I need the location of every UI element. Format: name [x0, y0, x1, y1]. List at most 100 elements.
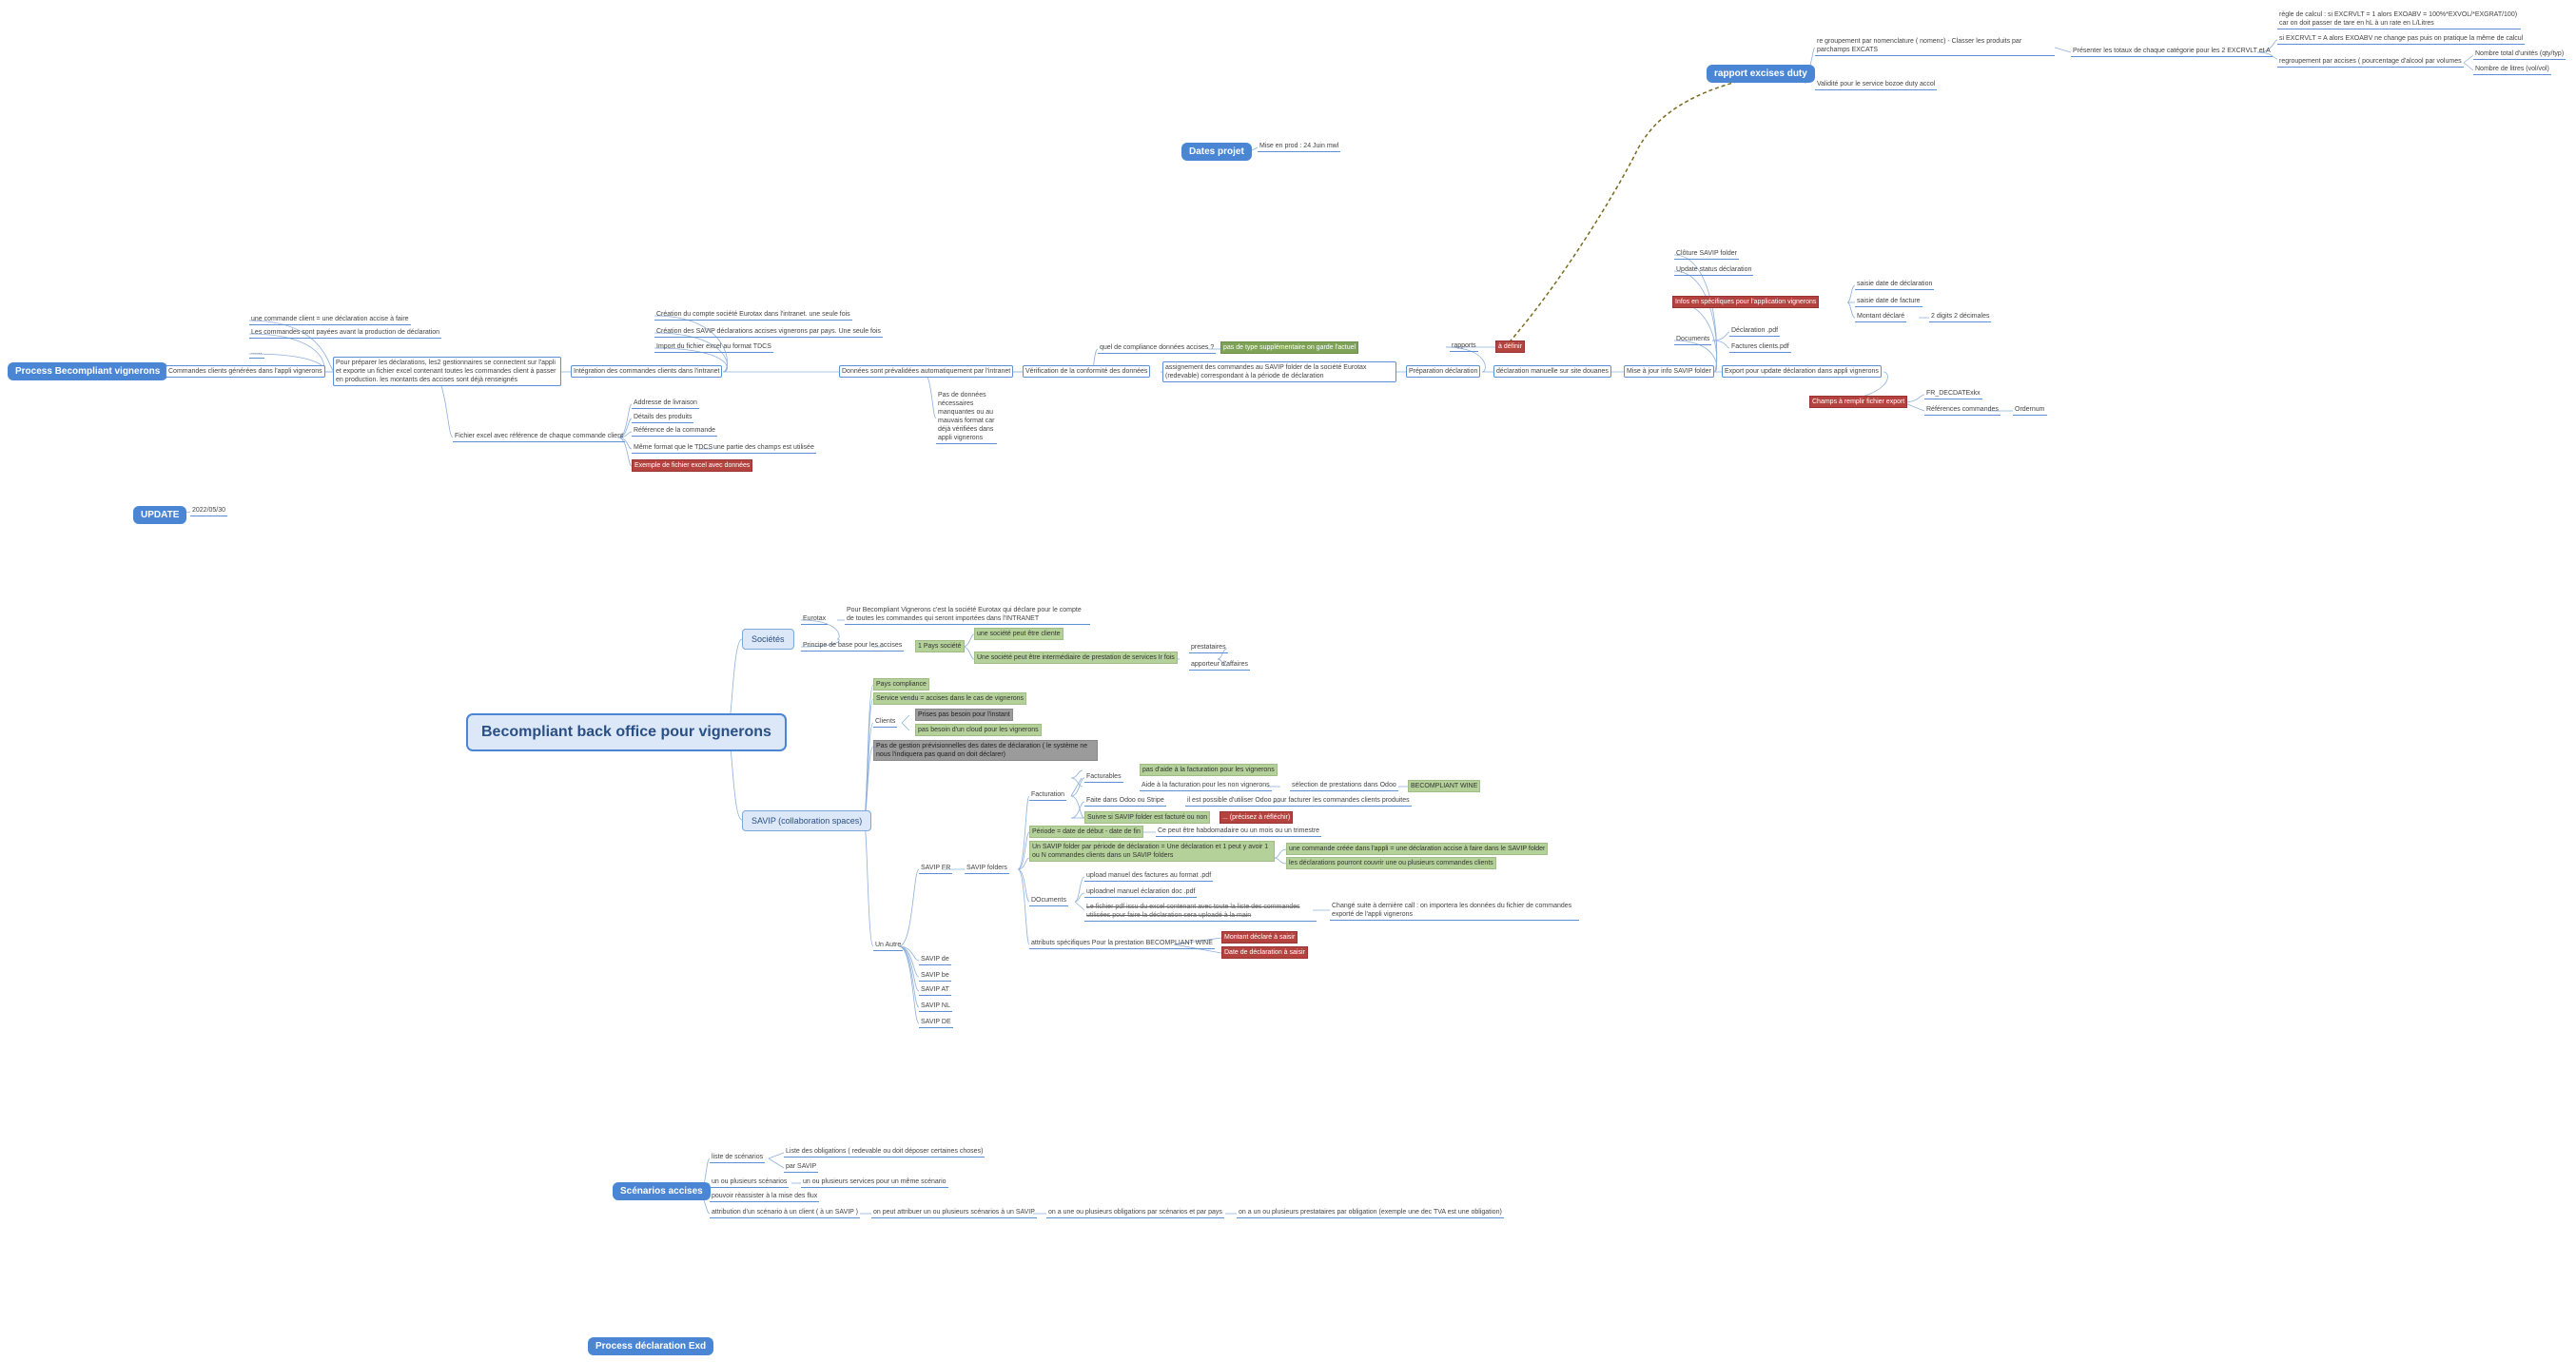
node-aide-facturation[interactable]: Aide à la facturation pour les non vigne… — [1140, 780, 1272, 791]
node-service-vendu[interactable]: Service vendu = accises dans le cas de v… — [873, 692, 1027, 705]
node-pas-aide[interactable]: pas d'aide à la facturation pour les vig… — [1140, 764, 1278, 776]
node-attribution[interactable]: attribution d'un scénario à un client ( … — [710, 1207, 860, 1218]
node-import-fichier[interactable]: Import du fichier excel au format TDCS — [654, 341, 773, 353]
node-ce-peut-etre[interactable]: Ce peut être habdomadaire ou un mois ou … — [1156, 826, 1322, 837]
node-commandes-payees[interactable]: Les commandes sont payées avant la produ… — [249, 327, 442, 339]
node-regle-calcul[interactable]: règle de calcul : si EXCRVLT = 1 alors E… — [2277, 10, 2521, 29]
node-declaration-manuelle[interactable]: déclaration manuelle sur site douanes — [1493, 365, 1611, 378]
node-savip-de2[interactable]: SAVIP DE — [919, 1017, 953, 1028]
node-verification[interactable]: Vérification de la conformité des donnée… — [1023, 365, 1151, 378]
node-liste-obligations[interactable]: Liste des obligations ( redevable ou doi… — [784, 1146, 986, 1158]
node-on-a-un-ou[interactable]: on a un ou plusieurs prestataires par ob… — [1237, 1207, 1504, 1218]
node-pas-besoin[interactable]: pas besoin d'un cloud pour les vignerons — [915, 724, 1042, 736]
node-1-pays[interactable]: 1 Pays société — [915, 640, 965, 652]
node-upload-factures[interactable]: upload manuel des factures au format .pd… — [1084, 870, 1214, 882]
node-liste[interactable]: liste de scénarios — [710, 1152, 766, 1163]
node-on-a-un[interactable]: on a une ou plusieurs obligations par sc… — [1046, 1207, 1224, 1218]
node-preparation[interactable]: Préparation déclaration — [1406, 365, 1481, 378]
node-attr-1[interactable]: Montant déclaré à saisir — [1221, 931, 1298, 944]
topic-rapport-excises[interactable]: rapport excises duty — [1707, 65, 1815, 83]
node-saisie-date-fact[interactable]: saisie date de facture — [1855, 296, 1922, 307]
topic-process-becompliant[interactable]: Process Becompliant vignerons — [8, 362, 168, 380]
node-apporteur[interactable]: apporteur d'affaires — [1189, 659, 1250, 671]
node-une-societe-inter[interactable]: Une société peut être intermédiaire de p… — [974, 652, 1178, 664]
node-il-est-possible[interactable]: il est possible d'utiliser Odoo pour fac… — [1185, 795, 1412, 807]
node-savip-folders[interactable]: SAVIP folders — [965, 863, 1009, 874]
node-mise-a-jour[interactable]: Mise à jour info SAVIP folder — [1624, 365, 1714, 378]
node-meme-format[interactable]: Même format que le TDCS — [632, 442, 715, 454]
node-champs-export[interactable]: Champs à remplir fichier export — [1809, 396, 1908, 408]
node-pouvoir[interactable]: pouvoir rèassister à la mise des flux — [710, 1191, 820, 1202]
node-details[interactable]: Détails des produits — [632, 412, 694, 423]
node-savip-nl[interactable]: SAVIP NL — [919, 1001, 952, 1012]
node-un-ou-plusieurs-services[interactable]: un ou plusieurs services pour un même sc… — [801, 1177, 948, 1188]
node-les-declarations[interactable]: les déclarations pourront couvrir une ou… — [1286, 857, 1496, 869]
node-eurotax[interactable]: Eurotax — [801, 613, 829, 625]
node-savip-be[interactable]: SAVIP be — [919, 970, 951, 982]
node-commandes-generees[interactable]: Commandes clients générées dans l'appli … — [166, 365, 325, 378]
node-nombre-litres[interactable]: Nombre de litres (vol/vol) — [2473, 64, 2551, 75]
node-references-commandes[interactable]: Références commandes — [1924, 404, 2000, 416]
node-pour-preparer[interactable]: Pour préparer les déclarations, les2 ges… — [333, 357, 561, 386]
node-fichier-excel[interactable]: Fichier excel avec référence de chaque c… — [453, 431, 626, 442]
node-ou-facturer[interactable]: ... (précisez à réfléchir) — [1220, 811, 1294, 824]
node-factures-clients[interactable]: Factures clients.pdf — [1729, 341, 1791, 353]
node-savip-at[interactable]: SAVIP AT — [919, 984, 951, 996]
node-exemple[interactable]: Exemple de fichier excel avec données — [632, 459, 753, 472]
node-update-date[interactable]: 2022/05/30 — [190, 505, 228, 516]
node-pour-becompliant[interactable]: Pour Becompliant Vignerons c'est la soci… — [845, 605, 1090, 625]
node-upload-declaration[interactable]: uploadnel manuel éclaration doc .pdf — [1084, 886, 1198, 898]
central-topic[interactable]: Becompliant back office pour vignerons — [466, 713, 787, 751]
node-nombre-total[interactable]: Nombre total d'unités (qty/typ) — [2473, 49, 2566, 60]
node-change-suite[interactable]: Changé suite à dernière call : on import… — [1330, 901, 1579, 921]
node-savip-de[interactable]: SAVIP de — [919, 954, 951, 965]
node-pas-de-type[interactable]: pas de type supplémentaire on garde l'ac… — [1220, 341, 1359, 354]
node-attributs[interactable]: attributs spécifiques Pour la prestation… — [1029, 938, 1215, 949]
node-clients[interactable]: Clients — [873, 716, 898, 728]
node-regroupement-nomenclature[interactable]: re groupement par nomenclature ( nomenc)… — [1815, 36, 2055, 56]
node-infos-specifiques[interactable]: Infos en spécifiques pour l'application … — [1672, 296, 1820, 308]
node-documents-savip[interactable]: DOcuments — [1029, 895, 1068, 906]
node-periode[interactable]: Période = date de début - date de fin — [1029, 826, 1143, 838]
node-si-excrvlt[interactable]: si EXCRVLT = A alors EXOABV ne change pa… — [2277, 33, 2526, 45]
topic-savip[interactable]: SAVIP (collaboration spaces) — [742, 810, 872, 831]
node-principe[interactable]: Principe de base pour les accises — [801, 640, 905, 652]
node-documents[interactable]: Documents — [1674, 334, 1712, 345]
node-savip-fr[interactable]: SAVIP FR — [919, 863, 953, 874]
node-ordernum[interactable]: Ordernum — [2013, 404, 2047, 416]
node-update-status[interactable]: Update status déclaration — [1674, 264, 1754, 276]
node-un-autre[interactable]: Un Autre — [873, 940, 904, 951]
node-declaration-pdf[interactable]: Déclaration .pdf — [1729, 325, 1781, 337]
topic-update[interactable]: UPDATE — [133, 506, 187, 524]
node-par-savip[interactable]: par SAVIP — [784, 1161, 819, 1173]
node-assignement[interactable]: assignement des commandes au SAVIP folde… — [1162, 361, 1396, 382]
node-fichier-pdf-strike[interactable]: Le fichier pdf issu du excel contenant a… — [1084, 902, 1317, 922]
node-mise-en-prod[interactable]: Mise en prod : 24 Juin mwl — [1258, 141, 1341, 152]
topic-dates-projet[interactable]: Dates projet — [1181, 143, 1252, 161]
node-adresse[interactable]: Addresse de livraison — [632, 398, 699, 409]
node-reference[interactable]: Référence de la commande — [632, 425, 717, 437]
node-une-societe[interactable]: une société peut être cliente — [974, 628, 1064, 640]
node-cloture[interactable]: Clôture SAVIP folder — [1674, 248, 1739, 260]
node-prestataires[interactable]: prestataires — [1189, 642, 1228, 653]
node-a-definir[interactable]: à définir — [1495, 340, 1525, 353]
node-regroupement-accises[interactable]: regroupement par accises ( pourcentage d… — [2277, 56, 2464, 68]
node-becompliant-wine[interactable]: BECOMPLIANT WINE — [1408, 780, 1481, 792]
node-on-peut[interactable]: on peut attribuer un ou plusieurs scénar… — [871, 1207, 1037, 1218]
node-validite[interactable]: Validité pour le service bozoe duty acco… — [1815, 79, 1938, 90]
node-faite-dans-odoo[interactable]: Faite dans Odoo ou Stripe — [1084, 795, 1166, 807]
node-quel-compliance[interactable]: quel de compliance données accises ? — [1098, 342, 1217, 354]
node-suivre[interactable]: Suivre si SAVIP folder est facturé ou no… — [1084, 811, 1211, 824]
node-pas-de-gestion[interactable]: Pas de gestion prévisionnelles des dates… — [873, 740, 1098, 761]
node-creation-compte[interactable]: Création du compte société Eurotax dans … — [654, 309, 852, 321]
node-donnees-prevalidees[interactable]: Données sont prévalidées automatiquement… — [839, 365, 1014, 378]
node-facturation[interactable]: Facturation — [1029, 789, 1067, 801]
node-fr-decdate[interactable]: FR_DECDATExkx — [1924, 388, 1982, 399]
topic-societes[interactable]: Sociétés — [742, 629, 794, 650]
node-integration[interactable]: Intégration des commandes clients dans l… — [571, 365, 723, 378]
topic-process-declaration[interactable]: Process déclaration Exd — [588, 1337, 714, 1355]
node-un-ou-plusieurs[interactable]: un ou plusieurs scénarios — [710, 1177, 790, 1188]
node-digits[interactable]: 2 digits 2 décimales — [1929, 311, 1992, 322]
node-une-commande-creee[interactable]: une commande créée dans l'appli = une dé… — [1286, 843, 1549, 855]
node-saisie-date-decl[interactable]: saisie date de déclaration — [1855, 279, 1935, 290]
